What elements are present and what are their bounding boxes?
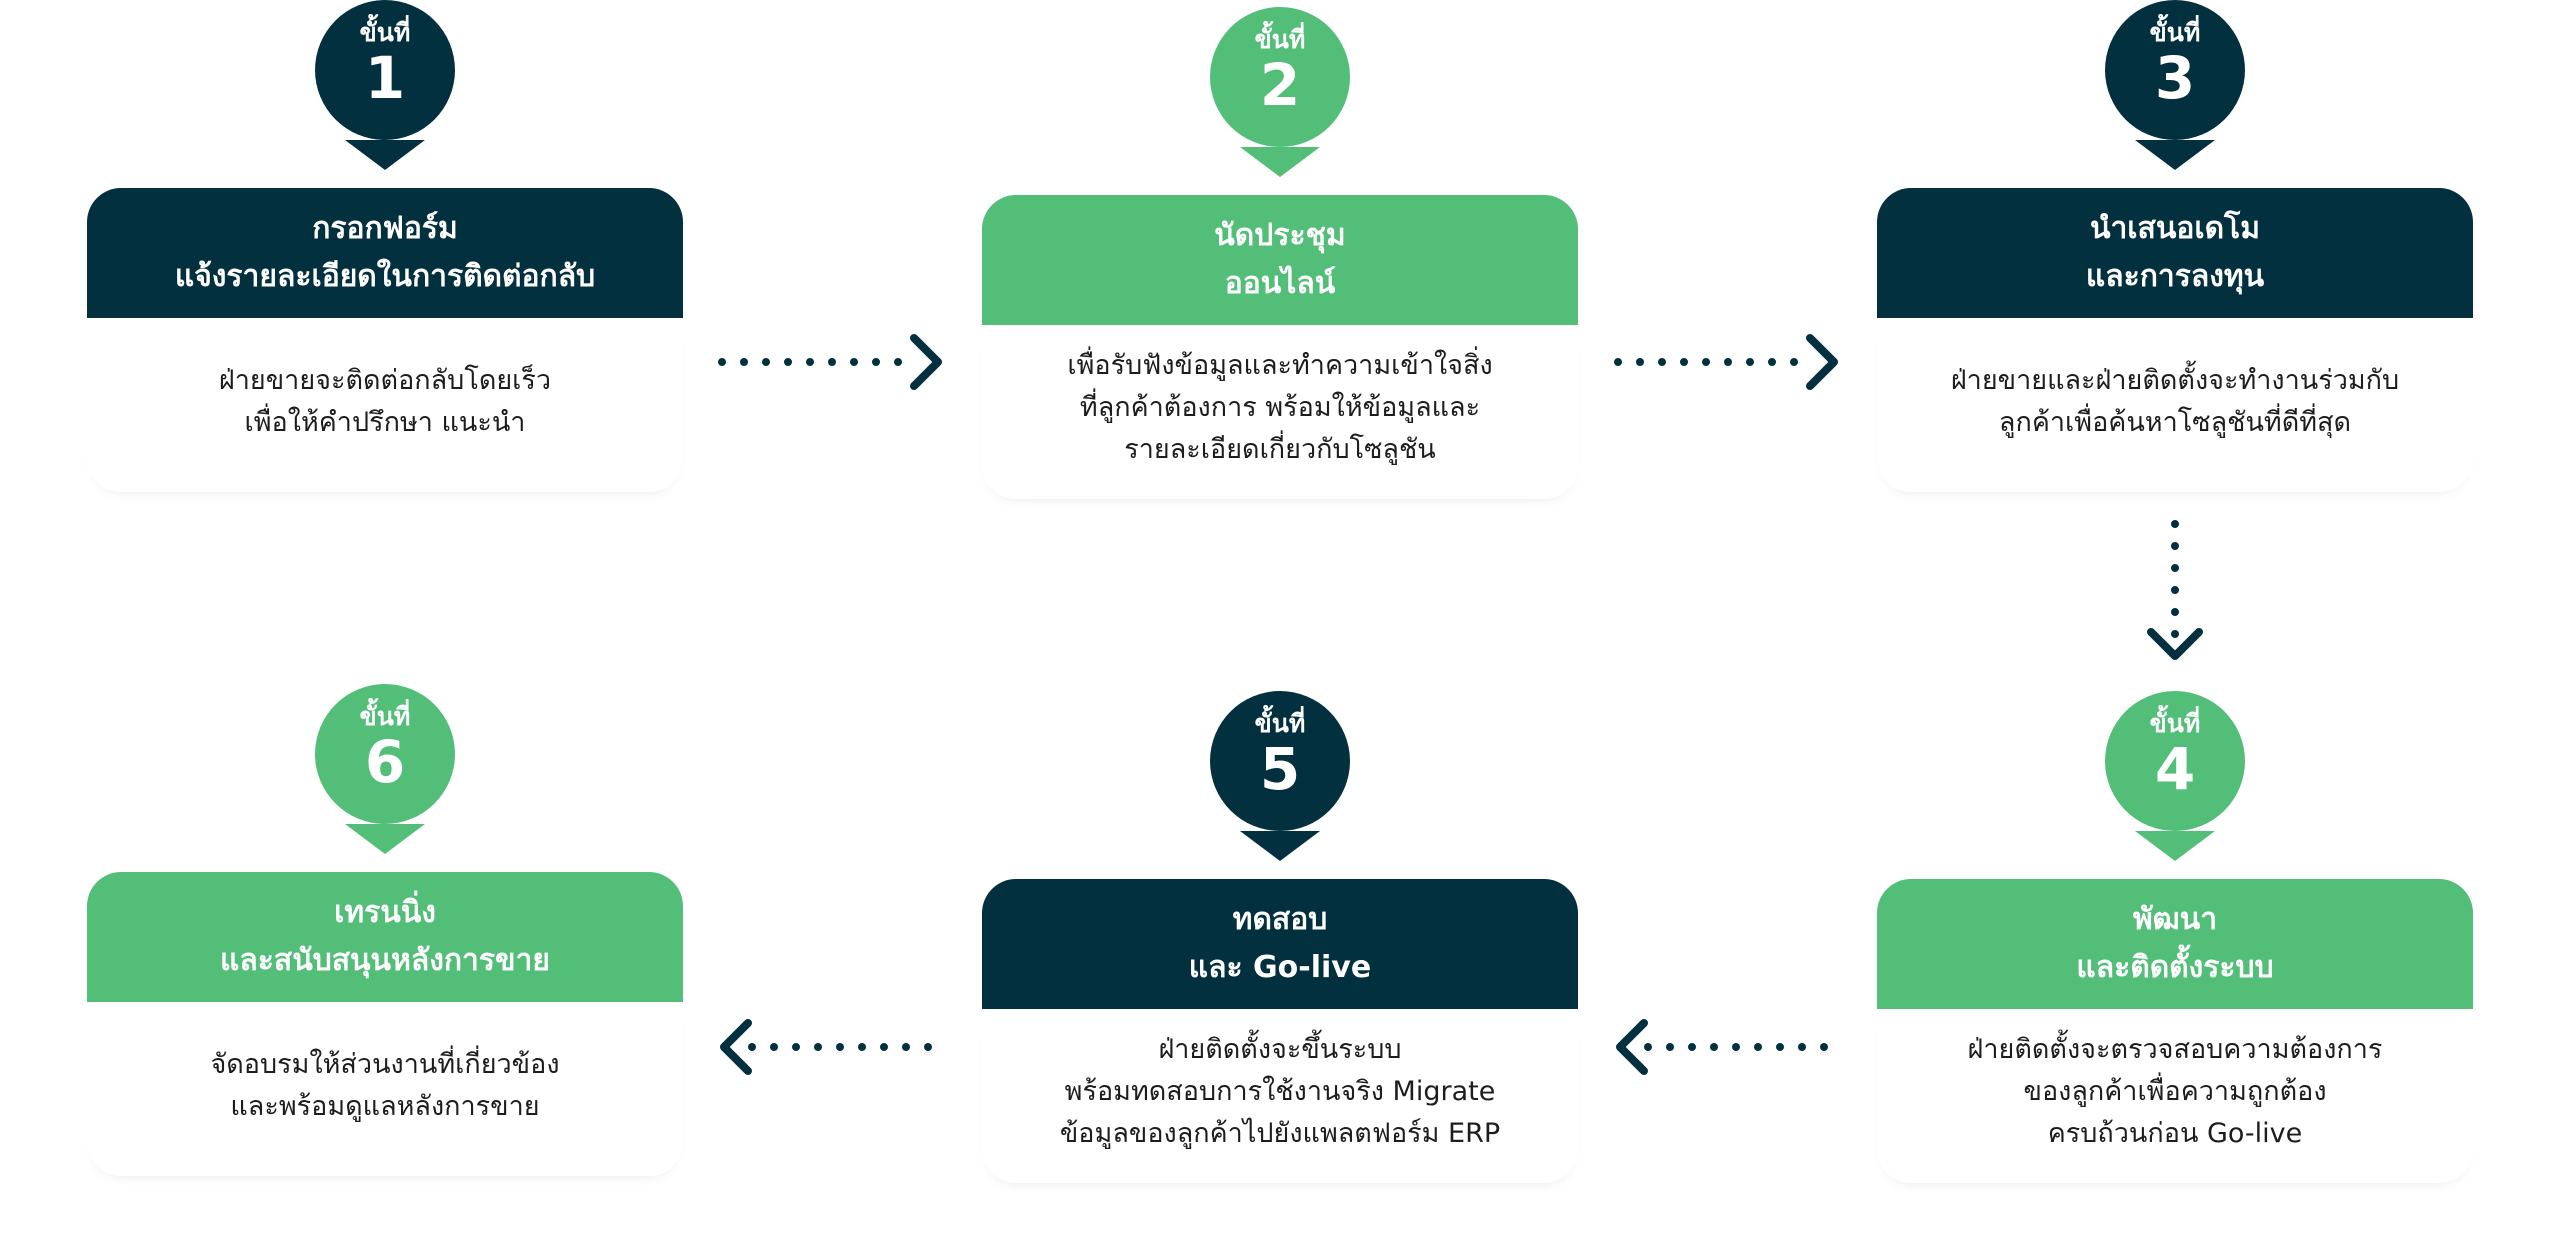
- arrow-right-icon: [716, 332, 946, 392]
- step-badge-1: ขั้นที่ 1: [315, 0, 455, 170]
- step-badge-5: ขั้นที่ 5: [1210, 691, 1350, 861]
- step-label: ขั้นที่: [359, 702, 411, 731]
- step-badge-3: ขั้นที่ 3: [2105, 0, 2245, 170]
- step-description-line: ฝ่ายติดตั้งจะขึ้นระบบ: [1158, 1034, 1402, 1065]
- step-description-line: ที่ลูกค้าต้องการ พร้อมให้ข้อมูลและ: [1079, 392, 1481, 423]
- step-number: 2: [1259, 51, 1301, 119]
- step-title-line: และการลงทุน: [2085, 259, 2265, 294]
- step-description: ฝ่ายขายและฝ่ายติดตั้งจะทำงานร่วมกับ ลูกค…: [1877, 318, 2473, 492]
- step-title: พัฒนา และติดตั้งระบบ: [1877, 879, 2473, 1009]
- arrow-down-icon: [2145, 518, 2205, 663]
- step-description-line: และพร้อมดูแลหลังการขาย: [230, 1091, 540, 1122]
- step-title-line: แจ้งรายละเอียดในการติดต่อกลับ: [174, 259, 596, 294]
- step-title-line: และ Go-live: [1188, 950, 1372, 985]
- step-label: ขั้นที่: [1254, 25, 1306, 54]
- step-description: ฝ่ายขายจะติดต่อกลับโดยเร็ว เพื่อให้คำปรึ…: [87, 318, 683, 492]
- arrow-left-icon: [716, 1017, 946, 1077]
- step-description-line: จัดอบรมให้ส่วนงานที่เกี่ยวข้อง: [210, 1049, 560, 1080]
- step-number: 3: [2154, 44, 2196, 112]
- step-label: ขั้นที่: [2149, 709, 2201, 738]
- step-description-line: ฝ่ายขายและฝ่ายติดตั้งจะทำงานร่วมกับ: [1950, 365, 2400, 396]
- step-number: 5: [1259, 735, 1301, 803]
- step-description-line: ลูกค้าเพื่อค้นหาโซลูชันที่ดีที่สุด: [1998, 407, 2352, 438]
- step-title-line: และสนับสนุนหลังการขาย: [220, 943, 550, 978]
- step-description: เพื่อรับฟังข้อมูลและทำความเข้าใจสิ่ง ที่…: [982, 325, 1578, 499]
- step-number: 6: [364, 728, 406, 796]
- step-badge-2: ขั้นที่ 2: [1210, 7, 1350, 177]
- step-title: นัดประชุม ออนไลน์: [982, 195, 1578, 325]
- step-number: 1: [364, 44, 406, 112]
- step-title: นำเสนอเดโม และการลงทุน: [1877, 188, 2473, 318]
- step-title-line: เทรนนิ่ง: [334, 895, 436, 930]
- step-description-line: พร้อมทดสอบการใช้งานจริง Migrate: [1064, 1076, 1496, 1107]
- step-title: เทรนนิ่ง และสนับสนุนหลังการขาย: [87, 872, 683, 1002]
- step-title-line: และติดตั้งระบบ: [2076, 950, 2274, 985]
- arrow-right-icon: [1612, 332, 1842, 392]
- step-title-line: กรอกฟอร์ม: [312, 211, 458, 246]
- arrow-left-icon: [1612, 1017, 1842, 1077]
- step-badge-4: ขั้นที่ 4: [2105, 691, 2245, 861]
- step-label: ขั้นที่: [359, 18, 411, 47]
- step-title-line: ทดสอบ: [1232, 902, 1328, 937]
- step-description-line: ครบถ้วนก่อน Go-live: [2047, 1118, 2303, 1149]
- step-description-line: ข้อมูลของลูกค้าไปยังแพลตฟอร์ม ERP: [1059, 1118, 1501, 1149]
- step-title-line: ออนไลน์: [1224, 266, 1336, 301]
- step-label: ขั้นที่: [1254, 709, 1306, 738]
- step-description: ฝ่ายติดตั้งจะตรวจสอบความต้องการ ของลูกค้…: [1877, 1009, 2473, 1183]
- step-title-line: นัดประชุม: [1214, 218, 1346, 253]
- step-description: ฝ่ายติดตั้งจะขึ้นระบบ พร้อมทดสอบการใช้งา…: [982, 1009, 1578, 1183]
- step-description-line: ฝ่ายขายจะติดต่อกลับโดยเร็ว: [218, 365, 552, 396]
- step-label: ขั้นที่: [2149, 18, 2201, 47]
- step-title-line: นำเสนอเดโม: [2089, 211, 2261, 246]
- step-description-line: เพื่อให้คำปรึกษา แนะนำ: [244, 407, 526, 438]
- step-title: กรอกฟอร์ม แจ้งรายละเอียดในการติดต่อกลับ: [87, 188, 683, 318]
- step-description-line: ของลูกค้าเพื่อความถูกต้อง: [2023, 1076, 2327, 1107]
- step-description: จัดอบรมให้ส่วนงานที่เกี่ยวข้อง และพร้อมด…: [87, 1002, 683, 1176]
- step-description-line: ฝ่ายติดตั้งจะตรวจสอบความต้องการ: [1967, 1034, 2383, 1065]
- step-description-line: เพื่อรับฟังข้อมูลและทำความเข้าใจสิ่ง: [1067, 350, 1493, 381]
- step-badge-6: ขั้นที่ 6: [315, 684, 455, 854]
- step-title: ทดสอบ และ Go-live: [982, 879, 1578, 1009]
- step-description-line: รายละเอียดเกี่ยวกับโซลูชัน: [1124, 434, 1436, 465]
- step-number: 4: [2154, 735, 2196, 803]
- step-title-line: พัฒนา: [2132, 902, 2218, 937]
